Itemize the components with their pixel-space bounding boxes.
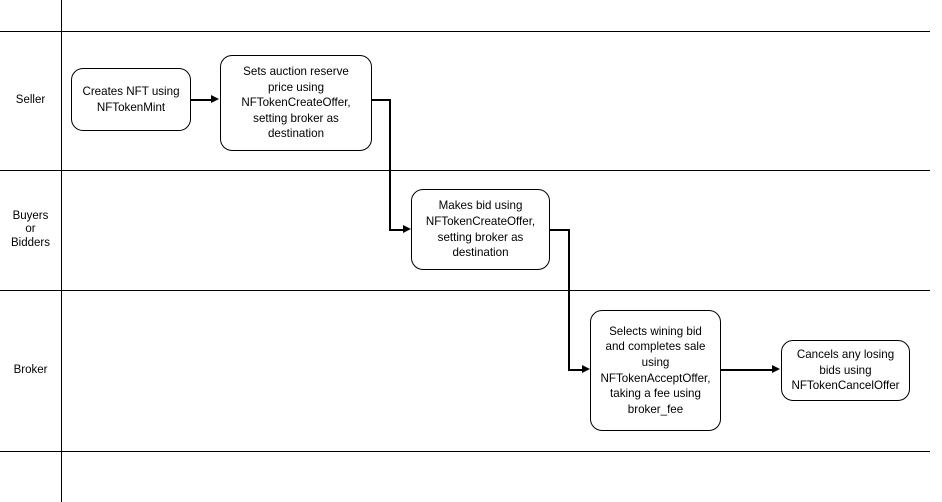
lane-label-seller: Seller xyxy=(15,93,46,106)
node-selects-winning-bid[interactable]: Selects wining bid and completes sale us… xyxy=(590,310,721,431)
lane-separator-top xyxy=(0,31,930,32)
edge-bid-to-select-segment-2 xyxy=(568,229,570,370)
lane-separator-bottom xyxy=(0,451,930,452)
edge-reserve-to-bid-arrowhead xyxy=(403,225,411,234)
node-cancels-losing-bids[interactable]: Cancels any losing bids using NFTokenCan… xyxy=(781,340,910,401)
edge-select-to-cancel-arrowhead xyxy=(772,365,780,374)
edge-select-to-cancel-line xyxy=(720,369,774,371)
node-makes-bid[interactable]: Makes bid using NFTokenCreateOffer, sett… xyxy=(411,189,550,270)
edge-bid-to-select-arrowhead xyxy=(582,365,590,374)
lane-separator-buyers-broker xyxy=(0,290,930,291)
lane-title-divider xyxy=(61,0,62,502)
edge-reserve-to-bid-segment-3 xyxy=(389,229,407,231)
edge-mint-to-reserve-line xyxy=(191,99,213,101)
lane-separator-seller-buyers xyxy=(0,170,930,171)
node-sets-reserve[interactable]: Sets auction reserve price using NFToken… xyxy=(220,55,372,151)
edge-mint-to-reserve-arrowhead xyxy=(211,94,219,103)
edge-bid-to-select-segment-3 xyxy=(568,369,586,371)
edge-reserve-to-bid-segment-1 xyxy=(371,99,391,101)
edge-reserve-to-bid-segment-2 xyxy=(389,99,391,230)
edge-bid-to-select-segment-1 xyxy=(549,229,570,231)
lane-label-broker: Broker xyxy=(13,363,48,376)
lane-label-buyers: Buyers or Bidders xyxy=(11,209,50,249)
node-creates-nft[interactable]: Creates NFT using NFTokenMint xyxy=(71,68,191,131)
